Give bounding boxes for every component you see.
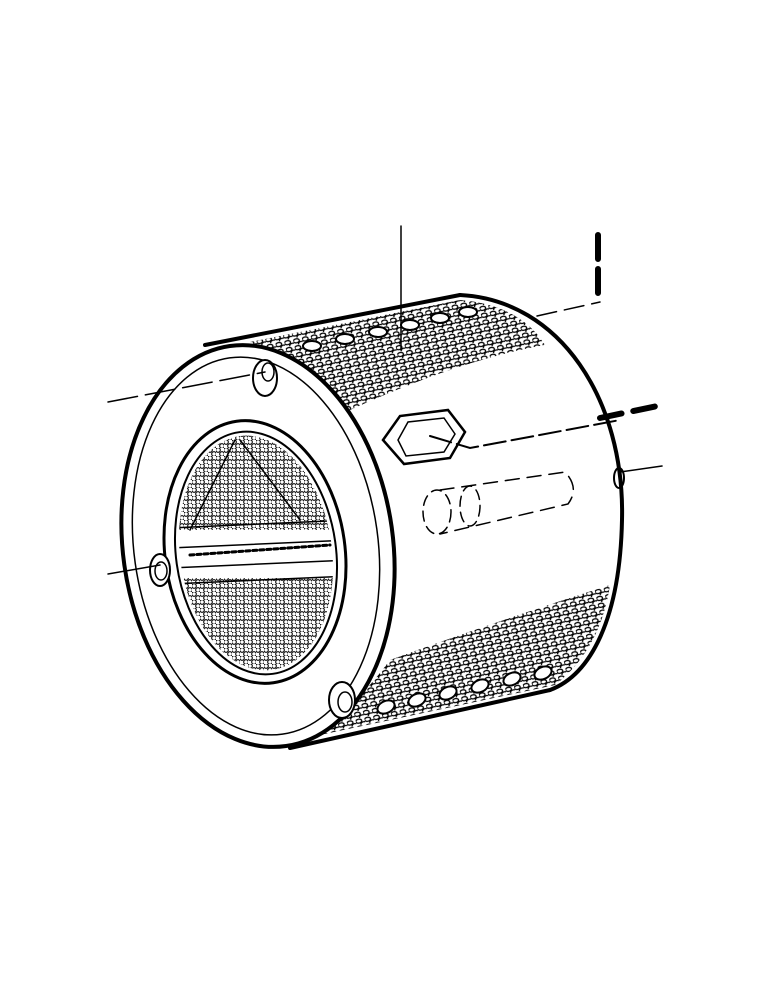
axis-line-right — [619, 465, 663, 473]
opening-rim — [173, 430, 339, 676]
fastener-bottom — [328, 681, 356, 719]
hidden-shaft — [439, 471, 574, 535]
fastener-top — [252, 359, 278, 397]
bottom-perforation-band — [320, 585, 610, 735]
axis-line-thick — [597, 402, 665, 421]
front-inner-rim — [131, 356, 381, 736]
top-lifter-holes — [302, 306, 478, 352]
axis-line-mid — [429, 419, 621, 450]
axis-line-top — [107, 371, 266, 403]
axis-line-left — [107, 564, 161, 575]
drum-body — [107, 225, 665, 750]
axis-line-upper — [536, 301, 601, 317]
rear-bearing — [613, 467, 625, 489]
drum-bottom-edge — [288, 688, 552, 750]
drum-back-edge — [458, 293, 625, 692]
bottom-lifter-holes — [376, 665, 553, 715]
drum-top-edge — [203, 293, 462, 347]
